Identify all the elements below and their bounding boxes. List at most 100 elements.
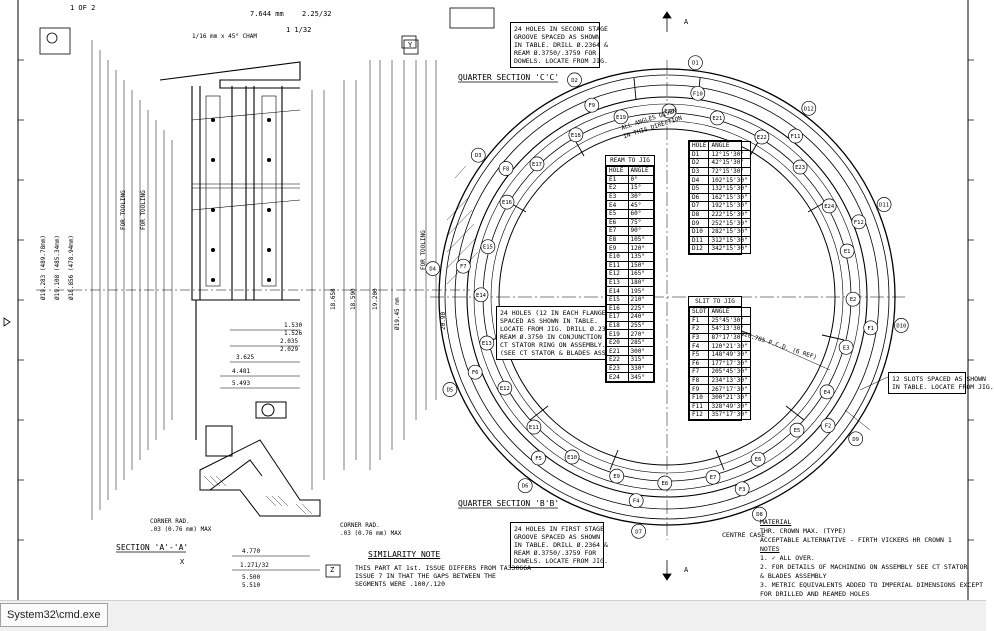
cell-id: F7 xyxy=(688,367,710,377)
cell-angle: 255° xyxy=(627,320,654,331)
hole-bubble xyxy=(851,214,867,230)
cell-id: E10 xyxy=(606,251,629,262)
hole-bubble-label: E20 xyxy=(664,109,674,115)
hole-bubble xyxy=(568,127,584,143)
note-line: (SEE CT STATOR & BLADES ASSY'S) xyxy=(500,349,622,357)
cell-angle: 105° xyxy=(627,234,654,245)
ream-table-caption: REAM TO JIG xyxy=(606,156,654,166)
hole-bubble xyxy=(425,261,441,276)
cell-angle: 102°15'30" xyxy=(708,175,751,185)
hole-bubble xyxy=(470,147,486,163)
taskbar-item-cmd[interactable]: System32\cmd.exe xyxy=(0,603,108,627)
second-stage-note: 24 HOLES IN SECOND STAGE GROOVE SPACED A… xyxy=(510,22,608,68)
cell-id: E24 xyxy=(606,372,629,382)
hole-bubble-label: F2 xyxy=(825,424,832,430)
hole-bubble xyxy=(657,475,673,491)
hole-bubble xyxy=(893,318,909,333)
cell-angle: 342°15'30" xyxy=(708,244,751,254)
col-header: ANGLE xyxy=(708,307,751,317)
cell-angle: 90° xyxy=(627,226,654,236)
note-item: FOR DRILLED AND REAMED HOLES xyxy=(760,590,870,598)
cell-id: E9 xyxy=(606,243,629,253)
hole-bubble-label: D11 xyxy=(879,203,889,209)
material-line-2: ACCEPTABLE ALTERNATIVE - FIRTH VICKERS H… xyxy=(760,536,952,544)
cell-angle: 240° xyxy=(627,312,654,322)
hole-bubble xyxy=(628,493,644,509)
note-line: ISSUE 7 IN THAT THE GAPS BETWEEN THE xyxy=(355,572,496,580)
hole-bubble xyxy=(480,239,496,255)
vdim-9: Ø19.45 mm xyxy=(394,297,401,330)
cell-id: E13 xyxy=(606,277,629,288)
hole-bubble-label: E5 xyxy=(794,428,801,434)
hole-bubble xyxy=(750,451,766,467)
cell-id: D10 xyxy=(688,226,710,237)
hole-bubble xyxy=(479,335,495,351)
cell-angle: 282°15'30" xyxy=(708,226,751,237)
hole-bubble-label: E7 xyxy=(710,475,717,481)
cell-id: F8 xyxy=(688,375,710,386)
cell-id: E14 xyxy=(606,286,629,296)
sdim-6: 4.481 xyxy=(232,368,251,375)
corner-rad-4: .03 (0.76 mm) MAX xyxy=(340,530,402,537)
cell-angle: 252°15'30" xyxy=(708,218,751,228)
cell-angle: 222°15'30" xyxy=(708,209,751,220)
sdim-8: 4.770 xyxy=(242,548,261,555)
hole-bubble-label: E1 xyxy=(844,249,851,255)
cell-angle: 25°45'30" xyxy=(708,315,751,326)
hole-bubble-label: F7 xyxy=(460,264,467,270)
note-line: SEGMENTS WERE .100/.120 xyxy=(355,580,446,588)
top-dim-3: 1 1/32 xyxy=(286,26,312,34)
hole-bubble-label: D10 xyxy=(896,323,906,329)
hole-bubble xyxy=(788,128,803,144)
sdim-9: 5.500 xyxy=(242,574,261,581)
vdim-3: Ø18.856 (478.94mm) xyxy=(68,234,75,300)
vdim-2: Ø19.108 (485.34mm) xyxy=(54,234,61,300)
note-line: 24 HOLES (12 IN EACH FLANGE) xyxy=(500,309,610,317)
hole-bubble-label: E22 xyxy=(757,135,767,141)
cell-id: E2 xyxy=(606,183,629,193)
cell-id: D12 xyxy=(688,244,710,254)
hole-bubble-label: E17 xyxy=(532,162,542,168)
sdim-7: 5.493 xyxy=(232,380,251,387)
cell-angle: 132°15'30" xyxy=(708,183,751,194)
note-item: 1. ✓ ALL OVER. xyxy=(760,554,815,562)
hole-bubble xyxy=(497,380,513,396)
cell-id: E19 xyxy=(606,329,629,339)
hole-bubble-label: E4 xyxy=(824,390,831,396)
hole-bubble xyxy=(752,506,767,522)
vdim-7: 18.590 xyxy=(350,288,357,310)
sdim-1: 1.530 xyxy=(284,322,303,329)
hole-bubble xyxy=(845,291,861,307)
corner-rad-1: CORNER RAD. xyxy=(150,518,190,525)
cell-id: E5 xyxy=(606,208,629,219)
cell-id: E1 xyxy=(606,174,629,185)
datum-y: Y xyxy=(408,41,413,49)
cell-angle: 195° xyxy=(627,286,654,296)
cell-angle: 45° xyxy=(627,200,654,210)
cell-angle: 177°17'30" xyxy=(708,358,751,369)
chamfer-note: 1/16 mm x 45° CHAM xyxy=(192,33,258,40)
vdim-8: 19.200 xyxy=(372,288,379,310)
cell-angle: 162°15'30" xyxy=(708,192,751,203)
marker-a-bottom: A xyxy=(684,566,689,574)
view-title-a: SECTION 'A'-'A' xyxy=(116,543,189,552)
hole-bubble-label: D6 xyxy=(522,484,529,490)
hole-bubble xyxy=(801,100,817,116)
cell-id: F9 xyxy=(688,384,710,394)
cell-angle: 135° xyxy=(627,251,654,262)
cell-id: E8 xyxy=(606,234,629,245)
cell-id: E21 xyxy=(606,346,629,357)
cell-id: F5 xyxy=(688,349,710,360)
